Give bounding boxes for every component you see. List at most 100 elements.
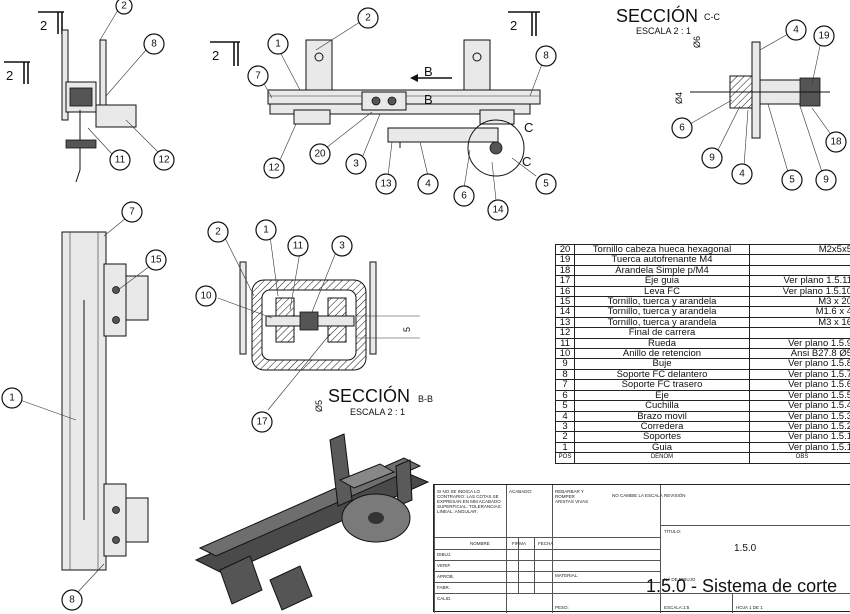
view-marker-2a: 2 bbox=[40, 18, 47, 33]
bom-desc: Corredera bbox=[574, 420, 750, 433]
svg-text:11: 11 bbox=[115, 155, 126, 166]
svg-text:4: 4 bbox=[793, 25, 799, 36]
bom-obs: Ver plano 1.5.3 bbox=[749, 410, 850, 422]
balloon-top-1: 1 bbox=[1, 387, 23, 409]
bom-obs: M1.6 x 4 bbox=[749, 306, 850, 318]
svg-text:6: 6 bbox=[461, 191, 467, 202]
svg-text:2: 2 bbox=[121, 1, 127, 12]
bom-pos: 13 bbox=[555, 316, 575, 329]
svg-text:17: 17 bbox=[256, 417, 268, 428]
bom-header-obs: OBS bbox=[749, 452, 850, 464]
balloon-front-5: 5 bbox=[535, 173, 557, 195]
bom-desc: Tornillo, tuerca y arandela bbox=[574, 296, 750, 308]
balloon-front-2a: 2 bbox=[357, 7, 379, 29]
balloon-front-14: 14 bbox=[487, 199, 509, 221]
bom-obs bbox=[749, 254, 850, 266]
svg-text:4: 4 bbox=[739, 169, 745, 180]
bom-desc: Tuerca autofrenante M4 bbox=[574, 254, 750, 266]
balloon-side-11: 11 bbox=[109, 149, 131, 171]
balloon-side-8: 8 bbox=[143, 33, 165, 55]
tb-sheet: HOJA 1 DE 1 bbox=[736, 605, 763, 610]
balloon-bb-3: 3 bbox=[331, 235, 353, 257]
svg-text:12: 12 bbox=[268, 163, 280, 174]
tb-drawing-no-label: N.º DE DIBUJO bbox=[664, 577, 696, 582]
bom-pos: 6 bbox=[555, 389, 575, 402]
bom-obs: Ansi B27.8 Ø5 bbox=[749, 348, 850, 360]
bom-desc: Cuchilla bbox=[574, 400, 750, 412]
svg-text:10: 10 bbox=[200, 291, 212, 302]
cut-b-upper: B bbox=[424, 64, 433, 79]
section-cc-suffix: C-C bbox=[704, 12, 720, 22]
front-view: 2 2 B B C C bbox=[210, 11, 541, 177]
bom-obs: Ver plano 1.5.5 bbox=[749, 389, 850, 402]
bom-pos: 14 bbox=[555, 306, 575, 318]
balloon-cc-9b: 9 bbox=[815, 169, 837, 191]
tb-role-approved: APROB. bbox=[437, 574, 455, 579]
bom-pos: 16 bbox=[555, 285, 575, 298]
view-marker-2b: 2 bbox=[6, 68, 13, 83]
bom-obs: Ver plano 1.5.8 bbox=[749, 358, 850, 370]
tb-revision: REVISIÓN bbox=[664, 493, 686, 498]
section-cc-dim-top: Ø6 bbox=[692, 36, 702, 48]
svg-text:3: 3 bbox=[339, 241, 345, 252]
bom-desc: Eje guia bbox=[574, 275, 750, 287]
bom-desc: Tornillo cabeza hueca hexagonal bbox=[574, 243, 750, 256]
bom-obs: Ver plano 1.5.7 bbox=[749, 368, 850, 381]
bom-pos: 18 bbox=[555, 264, 575, 277]
bom-desc: Rueda bbox=[574, 337, 750, 350]
tb-weight: PESO: bbox=[555, 605, 569, 610]
bom-pos: 12 bbox=[555, 327, 575, 339]
bom-header-pos: POS bbox=[555, 452, 575, 464]
bom-pos: 7 bbox=[555, 379, 575, 391]
bom-pos: 8 bbox=[555, 368, 575, 381]
tb-title-label: TÍTULO: bbox=[664, 529, 682, 534]
bom-pos: 20 bbox=[555, 243, 575, 256]
bom-pos: 9 bbox=[555, 358, 575, 370]
svg-text:11: 11 bbox=[293, 241, 304, 252]
section-cc-scale: ESCALA 2 : 1 bbox=[636, 26, 691, 36]
svg-text:2: 2 bbox=[215, 227, 221, 238]
section-cc: SECCIÓN C-C ESCALA 2 : 1 Ø6 Ø4 bbox=[616, 5, 830, 139]
svg-text:1: 1 bbox=[9, 393, 15, 404]
section-cc-title: SECCIÓN bbox=[616, 5, 698, 26]
bom-obs bbox=[749, 327, 850, 339]
balloon-front-4: 4 bbox=[417, 173, 439, 195]
section-cc-dim-left: Ø4 bbox=[674, 92, 684, 104]
svg-text:20: 20 bbox=[314, 149, 326, 160]
title-block: SI NO SE INDICA LO CONTRARIO: LAS COTAS … bbox=[433, 484, 850, 613]
balloon-side-2: 2 bbox=[115, 0, 133, 15]
section-bb-dim-side: 5 bbox=[402, 327, 412, 332]
balloon-top-15: 15 bbox=[145, 249, 167, 271]
section-bb-suffix: B-B bbox=[418, 394, 433, 404]
bom-desc: Guia bbox=[574, 441, 750, 454]
balloon-cc-4a: 4 bbox=[785, 19, 807, 41]
tb-drawing-no: 1.5.0 bbox=[734, 543, 757, 554]
svg-text:8: 8 bbox=[543, 51, 549, 62]
svg-text:1: 1 bbox=[263, 225, 269, 236]
balloon-side-12: 12 bbox=[153, 149, 175, 171]
svg-text:2: 2 bbox=[365, 13, 371, 24]
svg-text:8: 8 bbox=[69, 595, 75, 606]
balloon-front-7: 7 bbox=[247, 65, 269, 87]
svg-text:8: 8 bbox=[151, 39, 157, 50]
bom-obs: M3 x 16 bbox=[749, 316, 850, 329]
bom-obs bbox=[749, 264, 850, 277]
view-marker-2d: 2 bbox=[510, 18, 517, 33]
svg-text:18: 18 bbox=[830, 137, 842, 148]
balloon-cc-5: 5 bbox=[781, 169, 803, 191]
svg-text:9: 9 bbox=[823, 175, 829, 186]
